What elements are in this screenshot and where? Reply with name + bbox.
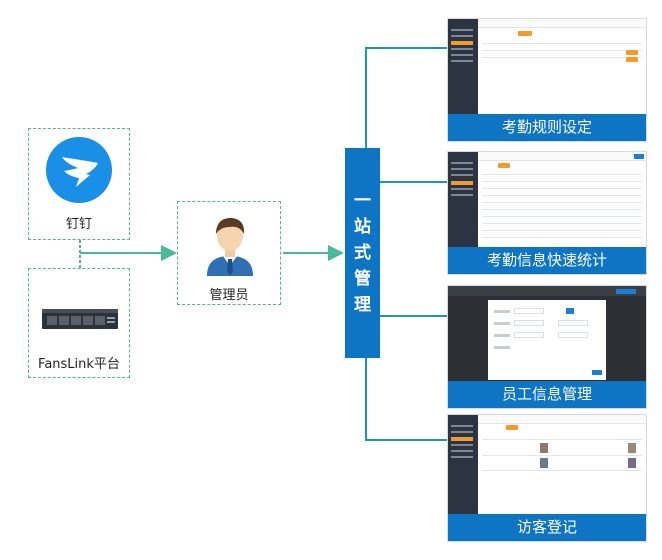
dingtalk-label: 钉钉 [65, 217, 92, 232]
central-char: 站 [354, 217, 371, 237]
line-to-panel-1 [365, 47, 448, 148]
fanslink-label: FansLink平台 [38, 357, 120, 372]
central-char: 管 [354, 269, 371, 289]
screenshot-attendance-stats [448, 152, 646, 247]
panel-caption: 考勤规则设定 [448, 114, 646, 141]
screenshot-attendance-rules [448, 19, 646, 114]
employee-form-dialog [488, 300, 606, 380]
central-char: 理 [354, 295, 371, 315]
screenshot-visitor-registration [448, 415, 646, 514]
admin-box: 管理员 [177, 201, 281, 305]
server-icon [41, 307, 119, 331]
screenshot-employee-management [448, 286, 646, 381]
central-char: 一 [354, 191, 371, 211]
one-stop-management-bar: 一 站 式 管 理 [345, 148, 380, 358]
dingtalk-logo-icon [46, 137, 112, 203]
panel-attendance-stats: 考勤信息快速统计 [447, 151, 647, 275]
panel-caption: 员工信息管理 [448, 381, 646, 408]
panel-employee-management: 员工信息管理 [447, 285, 647, 409]
line-to-panel-4 [365, 358, 448, 441]
fanslink-box: FansLink平台 [28, 268, 130, 378]
administrator-avatar-icon [203, 212, 257, 276]
panel-attendance-rules: 考勤规则设定 [447, 18, 647, 142]
admin-label: 管理员 [209, 288, 249, 303]
panel-caption: 访客登记 [448, 514, 646, 541]
panel-visitor-registration: 访客登记 [447, 414, 647, 542]
panel-caption: 考勤信息快速统计 [448, 247, 646, 274]
dingtalk-box: 钉钉 [28, 128, 130, 240]
central-char: 式 [354, 243, 371, 263]
